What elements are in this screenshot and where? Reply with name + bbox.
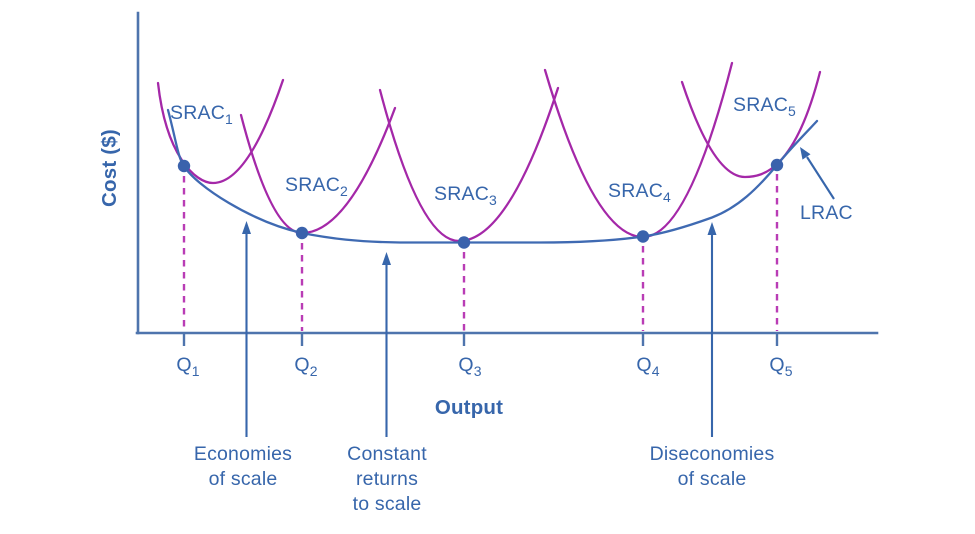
srac1-curve	[156, 78, 285, 185]
srac3-curve	[378, 86, 560, 243]
x-tick-label-q4: Q4	[636, 354, 659, 379]
q4-base: Q	[636, 354, 651, 376]
x-tick-label-q5: Q5	[769, 354, 792, 379]
lrac-pointer-arrow-line	[806, 156, 835, 200]
q3-sub: 3	[474, 363, 482, 379]
x-tick-label-q1: Q1	[176, 354, 199, 379]
constant-returns-arrow-head	[382, 252, 391, 265]
srac5-label-base: SRAC	[733, 94, 788, 116]
tangent-dot-q4	[636, 230, 650, 243]
srac2-label-sub: 2	[340, 183, 348, 199]
srac2-label-base: SRAC	[285, 174, 340, 196]
srac5-curve	[680, 70, 822, 179]
annotation-labels: Economies of scale Constant returns to s…	[194, 443, 775, 515]
x-tick-label-q2: Q2	[294, 354, 317, 379]
srac4-label-sub: 4	[663, 189, 671, 205]
x-tick-label-q3: Q3	[458, 354, 481, 379]
dashed-guide-lines	[182, 174, 779, 331]
tangent-dot-q2	[295, 226, 309, 240]
diseconomies-arrow-head	[707, 222, 717, 235]
tangent-dot-q1	[177, 159, 191, 173]
srac5-label: SRAC5	[733, 94, 796, 119]
x-axis-ticks	[182, 334, 779, 346]
q4-sub: 4	[652, 363, 660, 379]
srac4-label: SRAC4	[608, 180, 671, 205]
constant-returns-label-line2: returns	[356, 468, 418, 490]
q5-base: Q	[769, 354, 784, 376]
lrac-pointer-arrow-head	[800, 147, 811, 160]
srac4-curve	[543, 61, 734, 239]
economies-label-line1: Economies	[194, 443, 292, 465]
y-axis-label: Cost ($)	[98, 129, 121, 207]
tangent-point-dots	[177, 158, 784, 249]
srac4-label-base: SRAC	[608, 180, 663, 202]
q2-base: Q	[294, 354, 309, 376]
diseconomies-label-line1: Diseconomies	[650, 443, 775, 465]
srac1-label-sub: 1	[225, 111, 233, 127]
constant-returns-label-line1: Constant	[347, 443, 427, 465]
axes	[135, 11, 879, 335]
srac3-label: SRAC3	[434, 183, 497, 208]
lrac-label: LRAC	[800, 202, 853, 224]
constant-returns-label-line3: to scale	[353, 493, 422, 515]
lrac-curve	[166, 108, 819, 244]
srac5-label-sub: 5	[788, 103, 796, 119]
srac1-label: SRAC1	[170, 102, 233, 127]
economies-label-line2: of scale	[209, 468, 278, 490]
srac2-label: SRAC2	[285, 174, 348, 199]
x-axis-label: Output	[435, 396, 503, 419]
tangent-dot-q5	[770, 158, 784, 172]
economies-arrow-head	[242, 221, 251, 234]
srac3-label-sub: 3	[489, 192, 497, 208]
tangent-dot-q3	[457, 236, 471, 249]
srac3-label-base: SRAC	[434, 183, 489, 205]
srac1-label-base: SRAC	[170, 102, 225, 124]
q1-sub: 1	[192, 363, 200, 379]
diseconomies-label-line2: of scale	[678, 468, 747, 490]
q5-sub: 5	[785, 363, 793, 379]
q1-base: Q	[176, 354, 191, 376]
q3-base: Q	[458, 354, 473, 376]
annotation-arrows	[242, 147, 835, 437]
q2-sub: 2	[310, 363, 318, 379]
